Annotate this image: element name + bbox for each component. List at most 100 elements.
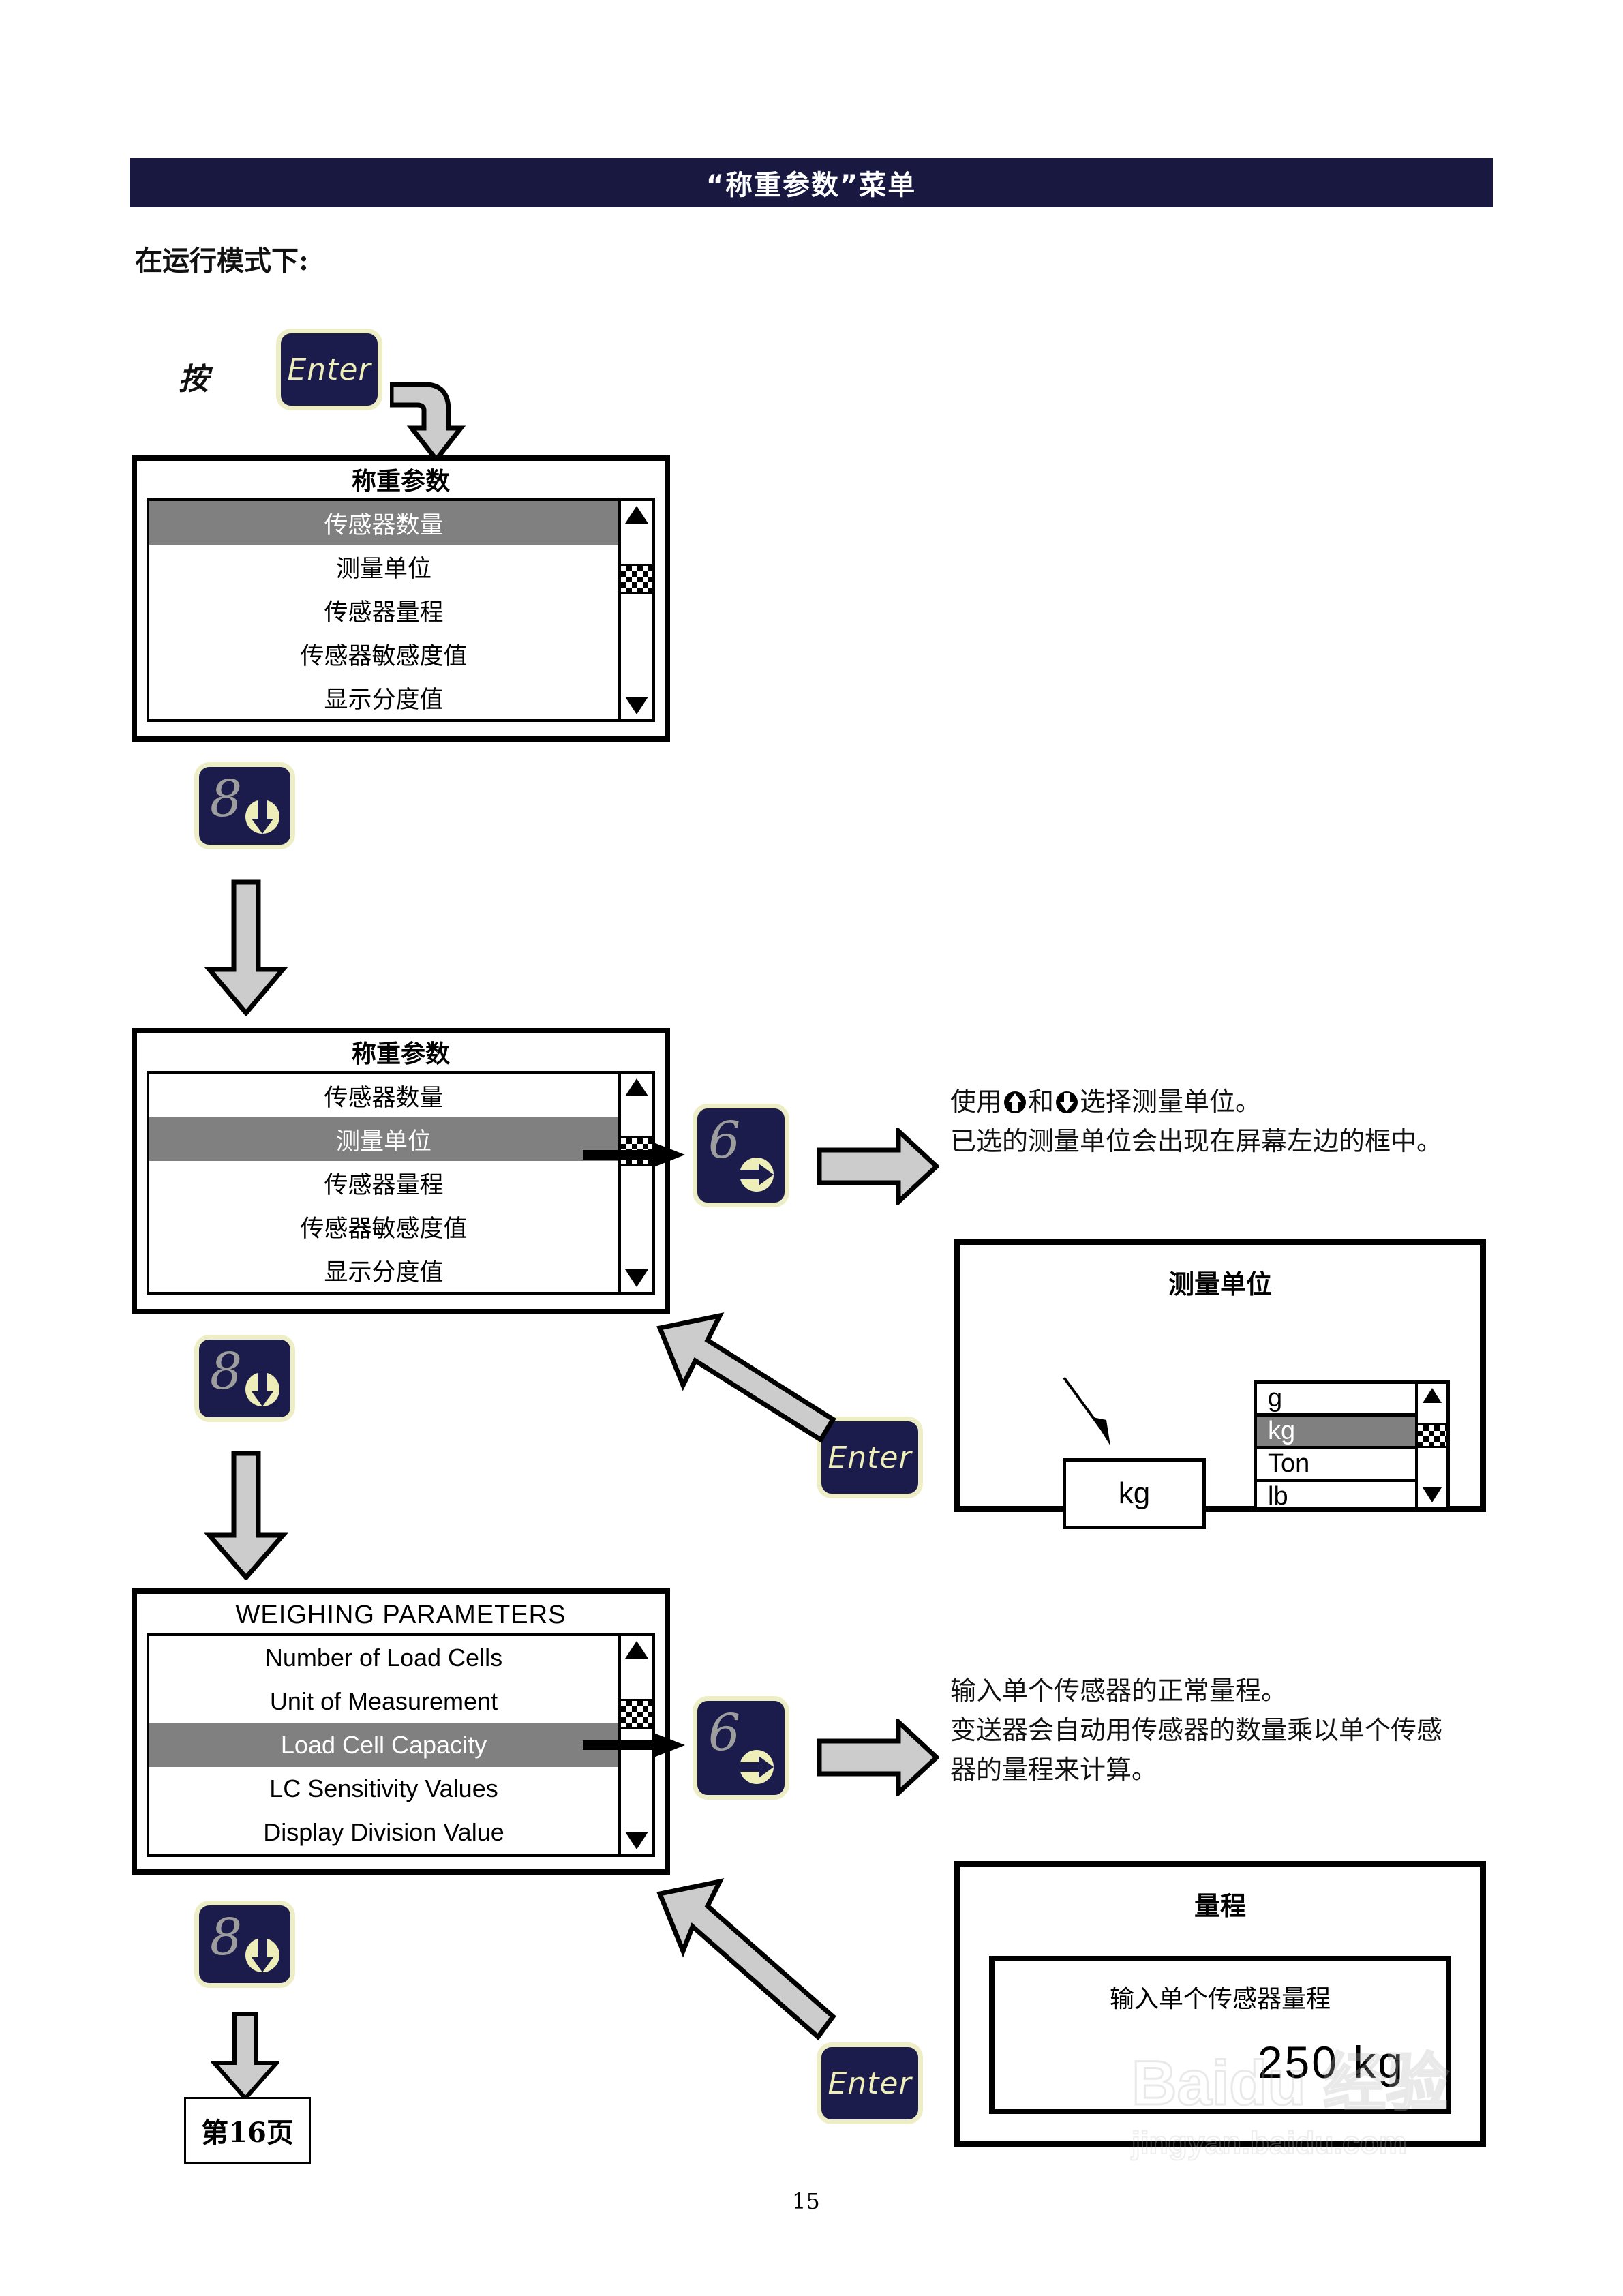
digit-6-label-1: 6 [708,1111,741,1170]
lcd-title-2: 称重参数 [351,1040,450,1068]
note1-line2: 已选的测量单位会出现在屏幕左边的框中。 [950,1126,1443,1156]
folio-number: 15 [792,2188,820,2214]
scrollbar-thumb-3[interactable] [621,1698,652,1729]
units-option-column: g kg Ton lb [1257,1384,1415,1511]
unit-option-ton[interactable]: Ton [1257,1449,1415,1482]
lcd-item-2-1[interactable]: 测量单位 [149,1117,618,1161]
scroll-down-arrow-icon-1[interactable] [621,693,652,718]
units-subpanel: 测量单位 kg g kg Ton lb [954,1239,1486,1529]
capacity-prompt: 输入单个传感器量程 [1109,1985,1331,2013]
unit-option-g[interactable]: g [1257,1384,1415,1417]
lcd-item-1-1[interactable]: 测量单位 [335,555,431,583]
note2-line2: 变送器会自动用传感器的数量乘以单个传感 [950,1715,1443,1745]
scroll-up-arrow-icon-2[interactable] [621,1075,652,1100]
note1-line1-post: 选择测量单位。 [1080,1087,1262,1117]
unit-option-lb[interactable]: lb [1268,1482,1288,1511]
capacity-value: 250 kg [1257,2037,1405,2087]
lcd-item-2-2[interactable]: 传感器量程 [324,1171,444,1199]
lcd-list-3: Number of Load Cells Unit of Measurement… [149,1636,618,1854]
diagonal-arrow-to-panel2 [656,1312,836,1443]
intro-text: 在运行模式下: [135,245,309,277]
note2-line1: 输入单个传感器的正常量程。 [950,1676,1288,1706]
digit-6-key-2[interactable]: 6 [693,1696,789,1800]
arrow-right-circle-icon-1 [740,1158,774,1192]
note2-line3: 器的量程来计算。 [950,1754,1158,1785]
digit-6-label-2: 6 [708,1704,741,1762]
digit-8-label-1: 8 [210,770,243,828]
lcd-panel-weighing-parameters-2: 称重参数 传感器数量 测量单位 传感器量程 传感器敏感度值 显示分度值 [132,1028,670,1314]
lcd-item-1-0[interactable]: 传感器数量 [149,501,618,545]
down-arrow-to-panel3 [204,1451,288,1580]
lcd-item-2-3[interactable]: 传感器敏感度值 [300,1215,468,1243]
scroll-down-arrow-icon-3[interactable] [621,1828,652,1853]
page-header-bar: “称重参数”菜单 [130,158,1493,207]
connector-panel3-to-key6 [583,1733,685,1757]
scroll-down-arrow-icon-units[interactable] [1418,1485,1446,1505]
note1-line1-pre: 使用 [950,1087,1003,1117]
press-label: 按 [179,362,209,397]
lcd-item-2-0[interactable]: 传感器数量 [324,1084,444,1112]
capacity-subpanel: 量程 输入单个传感器量程 250 kg [954,1861,1486,2147]
page-reference-box[interactable]: 第16页 [184,2097,311,2164]
note-select-units: 使用和选择测量单位。 已选的测量单位会出现在屏幕左边的框中。 [950,1083,1482,1162]
arrow-down-circle-icon-2 [245,1372,279,1406]
lcd-body-1: 传感器数量 测量单位 传感器量程 传感器敏感度值 显示分度值 [147,498,655,722]
lcd-panel-weighing-parameters-3: WEIGHING PARAMETERS Number of Load Cells… [132,1588,670,1875]
lcd-item-3-1[interactable]: Unit of Measurement [269,1687,498,1715]
digit-8-label-2: 8 [210,1342,243,1401]
enter-key-1[interactable]: Enter [276,329,382,410]
lcd-panel-weighing-parameters-1: 称重参数 传感器数量 测量单位 传感器量程 传感器敏感度值 显示分度值 [132,455,670,742]
capacity-input-box[interactable]: 输入单个传感器量程 250 kg [989,1956,1451,2114]
diagonal-arrow-to-panel3 [656,1878,836,2041]
connector-panel2-to-key6 [583,1143,685,1167]
scrollbar-units[interactable] [1415,1384,1446,1507]
enter-key-2[interactable]: Enter [817,1417,923,1498]
scrollbar-1[interactable] [618,501,652,719]
scroll-up-arrow-icon-1[interactable] [621,502,652,527]
digit-8-label-3: 8 [210,1908,243,1967]
digit-8-key-1[interactable]: 8 [194,762,295,849]
arrow-right-circle-icon-2 [740,1750,774,1784]
page-title: “称重参数”菜单 [706,170,917,201]
lcd-item-1-2[interactable]: 传感器量程 [324,599,444,626]
page-reference-label: 第16页 [201,2117,294,2149]
scrollbar-thumb-1[interactable] [621,564,652,594]
scroll-up-arrow-icon-3[interactable] [621,1637,652,1662]
scroll-down-arrow-icon-2[interactable] [621,1266,652,1290]
lcd-item-2-4[interactable]: 显示分度值 [324,1258,444,1286]
down-arrow-to-page-ref [211,2012,279,2100]
digit-8-key-3[interactable]: 8 [194,1901,295,1988]
unit-option-kg[interactable]: kg [1257,1417,1415,1449]
note-load-cell-capacity: 输入单个传感器的正常量程。 变送器会自动用传感器的数量乘以单个传感 器的量程来计… [950,1672,1509,1789]
right-arrow-to-note1 [817,1128,939,1205]
lcd-body-3: Number of Load Cells Unit of Measurement… [147,1633,655,1857]
digit-8-key-2[interactable]: 8 [194,1335,295,1422]
lcd-item-1-4[interactable]: 显示分度值 [324,686,444,714]
lcd-item-1-3[interactable]: 传感器敏感度值 [300,642,468,670]
lcd-list-2: 传感器数量 测量单位 传感器量程 传感器敏感度值 显示分度值 [149,1074,618,1292]
digit-6-key-1[interactable]: 6 [693,1104,789,1207]
lcd-item-3-2[interactable]: Load Cell Capacity [149,1723,618,1767]
enter-key-label: Enter [287,352,371,387]
enter-key-3[interactable]: Enter [817,2042,923,2124]
note1-line1: 使用和选择测量单位。 [950,1083,1482,1122]
selected-unit-value-box: kg [1063,1458,1206,1529]
arrow-down-circle-icon-3 [245,1938,279,1972]
lcd-item-3-3[interactable]: LC Sensitivity Values [269,1774,498,1802]
scrollbar-2[interactable] [618,1074,652,1292]
elbow-arrow-to-panel1 [390,382,466,462]
lcd-item-3-0[interactable]: Number of Load Cells [264,1643,503,1672]
scroll-up-arrow-icon-units[interactable] [1418,1385,1446,1406]
units-option-list[interactable]: g kg Ton lb [1254,1380,1450,1511]
arrow-up-circle-icon-inline [1004,1091,1027,1113]
lcd-list-1: 传感器数量 测量单位 传感器量程 传感器敏感度值 显示分度值 [149,501,618,719]
units-subpanel-title: 测量单位 [1168,1269,1272,1299]
scrollbar-thumb-units[interactable] [1418,1423,1446,1448]
enter-key-label-2: Enter [828,1440,912,1475]
right-arrow-to-note2 [817,1719,939,1796]
enter-key-label-3: Enter [828,2066,912,2101]
arrow-down-circle-icon-1 [245,800,279,834]
lcd-body-2: 传感器数量 测量单位 传感器量程 传感器敏感度值 显示分度值 [147,1071,655,1295]
down-arrow-to-panel2 [204,879,288,1016]
lcd-item-3-4[interactable]: Display Division Value [263,1817,504,1846]
